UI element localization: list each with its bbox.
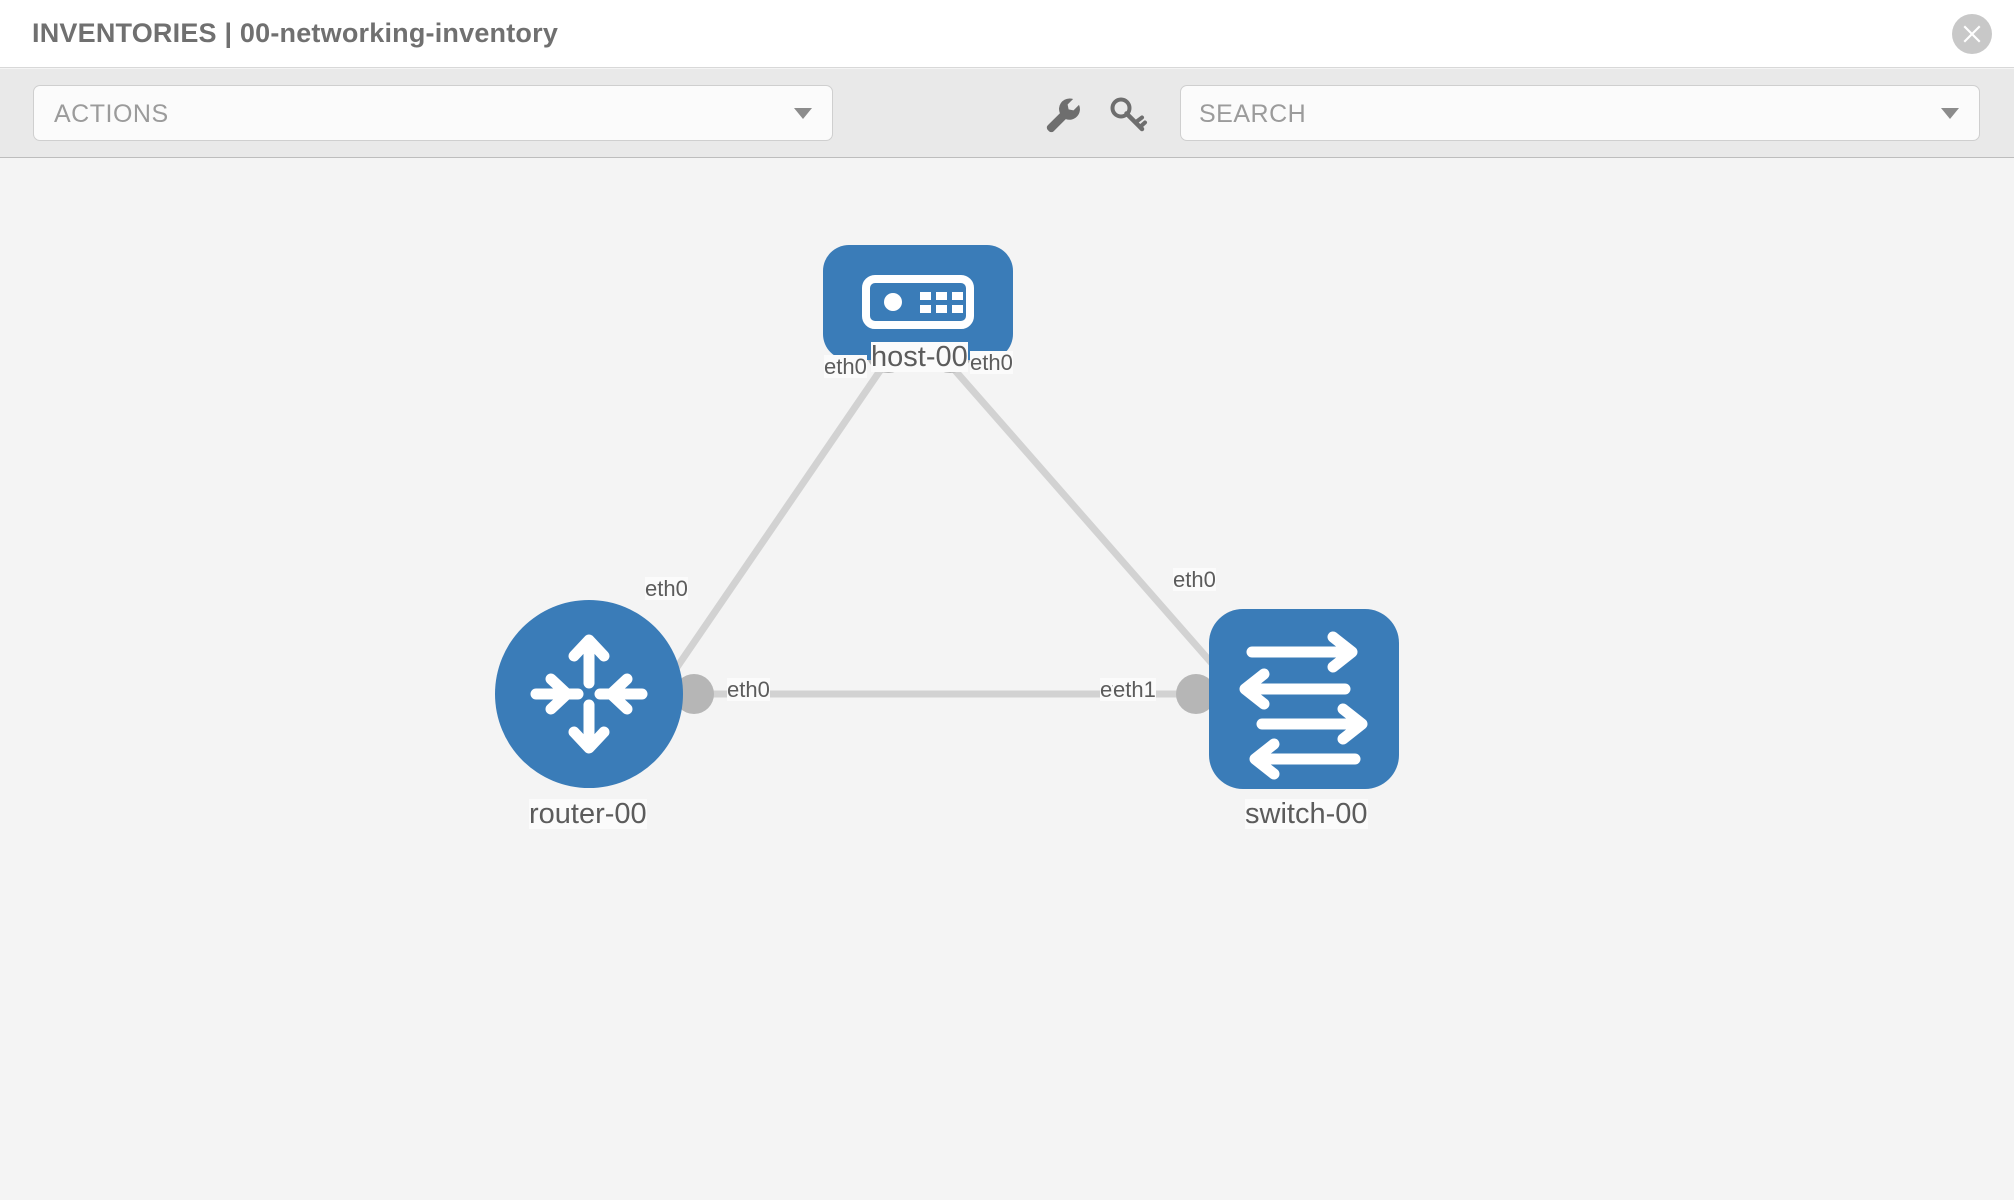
- iface-label-router-up: eth0: [645, 576, 688, 601]
- router-arrows-icon: [530, 634, 648, 754]
- iface-label-host-left: eth0: [824, 354, 867, 379]
- chevron-down-icon: [1941, 108, 1959, 119]
- actions-dropdown[interactable]: ACTIONS: [33, 85, 833, 141]
- search-placeholder: SEARCH: [1199, 100, 1307, 128]
- page-title: INVENTORIES | 00-networking-inventory: [32, 18, 559, 48]
- page-header: INVENTORIES | 00-networking-inventory: [0, 0, 2014, 68]
- chevron-down-icon: [794, 108, 812, 119]
- key-icon[interactable]: [1105, 91, 1151, 137]
- connector-switch-left: [1176, 674, 1216, 714]
- edge-group: [657, 356, 1240, 698]
- edge-host-router: [657, 357, 891, 694]
- close-icon[interactable]: [1952, 14, 1992, 54]
- topology-canvas[interactable]: eth0 host-00 eth0 eth0 eth0 eth0 eth0 et…: [0, 159, 2014, 1200]
- actions-dropdown-label: ACTIONS: [54, 100, 169, 128]
- iface-label-switch-left: eth1: [1113, 677, 1156, 702]
- iface-label-router-right: eth0: [727, 677, 770, 702]
- node-switch-00: [1209, 609, 1399, 789]
- server-icon: [862, 275, 974, 329]
- node-label-router-00: router-00: [529, 798, 647, 830]
- wrench-icon[interactable]: [1038, 91, 1084, 137]
- node-host-00: [823, 245, 1013, 360]
- topology-graph: [495, 245, 1399, 789]
- iface-label-switch-up: eth0: [1173, 567, 1216, 592]
- search-input[interactable]: SEARCH: [1180, 85, 1980, 141]
- node-router-00: [495, 600, 683, 788]
- toolbar: ACTIONS SEARCH: [0, 69, 2014, 158]
- connector-router-right: [674, 674, 714, 714]
- node-label-host-00: host-00: [871, 341, 968, 373]
- node-label-switch-00: switch-00: [1245, 798, 1368, 830]
- iface-label-host-right: eth0: [970, 350, 1013, 375]
- switch-arrows-icon: [1239, 631, 1368, 780]
- edge-host-switch: [942, 356, 1240, 695]
